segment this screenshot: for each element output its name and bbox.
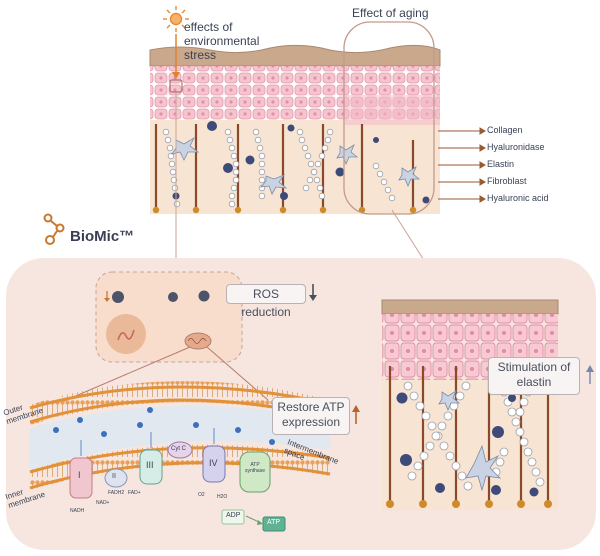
complex-iii-label: III bbox=[146, 460, 154, 470]
hyaluronidase-right bbox=[396, 392, 539, 497]
dna-strand bbox=[117, 329, 135, 341]
intermembrane-space bbox=[30, 405, 330, 470]
collagen-ends-top bbox=[152, 206, 417, 214]
complex-iv-label: IV bbox=[209, 458, 218, 468]
elastin-callout-line2: elastin bbox=[516, 375, 552, 389]
nucleus bbox=[106, 314, 146, 354]
proton-flow-arrows bbox=[80, 428, 215, 456]
fibroblasts-right bbox=[438, 389, 502, 492]
skin-section-top bbox=[149, 44, 441, 214]
biomic-logo-icon bbox=[43, 213, 65, 245]
collagen-ends-right bbox=[386, 500, 552, 508]
complex-iii bbox=[139, 449, 163, 485]
complex-i bbox=[69, 457, 93, 499]
o2-label: O2 bbox=[198, 492, 205, 498]
complex-ii-label: II bbox=[112, 473, 116, 480]
cytochrome-c bbox=[167, 441, 193, 459]
cyt-c-label: Cyt C bbox=[171, 446, 186, 452]
atp-label: ATP bbox=[267, 519, 281, 526]
skin-section-right bbox=[381, 299, 559, 510]
aging-outline bbox=[343, 21, 435, 215]
environmental-stress-label: effects of environmental stress bbox=[184, 20, 260, 62]
complex-i-label: I bbox=[78, 470, 81, 480]
ros-reduction-callout: ROS reduction bbox=[226, 284, 306, 319]
atp-callout: Restore ATP expression bbox=[272, 397, 350, 435]
fad-label: FAD+ bbox=[128, 490, 141, 496]
complex-ii bbox=[104, 468, 128, 488]
hyaluronidase-top bbox=[172, 121, 430, 204]
legend-elastin: Elastin bbox=[487, 159, 515, 169]
legend-arrows bbox=[438, 127, 486, 203]
legend-collagen: Collagen bbox=[487, 125, 523, 135]
atp-callout-line2: expression bbox=[281, 415, 341, 429]
aging-label: Effect of aging bbox=[352, 6, 429, 20]
nad-label: NAD+ bbox=[96, 500, 110, 506]
legend-fibroblast: Fibroblast bbox=[487, 176, 527, 186]
elastin-chains-top bbox=[162, 128, 396, 208]
adp-label: ADP bbox=[226, 512, 241, 519]
sun-icon bbox=[163, 6, 189, 32]
legend-hyaluronidase: Hyaluronidase bbox=[487, 142, 545, 152]
stress-arrowhead bbox=[172, 72, 180, 79]
legend-hyaluronic-acid: Hyaluronic acid bbox=[487, 193, 549, 203]
elastin-callout: Stimulation of elastin bbox=[488, 357, 580, 395]
elastin-arrow-up-icon bbox=[586, 365, 594, 384]
nadh-label: NADH bbox=[70, 508, 85, 514]
atp-synthase bbox=[239, 451, 271, 493]
proton-markers bbox=[53, 407, 275, 445]
adp-box bbox=[221, 509, 245, 525]
complex-iv bbox=[202, 445, 226, 483]
elastin-callout-line1: Stimulation of bbox=[497, 360, 571, 374]
h2o-label: H2O bbox=[217, 494, 228, 500]
fadh2-label: FADH2 bbox=[108, 490, 125, 496]
arrow-down-icon bbox=[309, 284, 317, 301]
ros-particles bbox=[104, 290, 210, 303]
arrow-up-icon bbox=[352, 405, 360, 424]
brand-name: BioMic™ bbox=[70, 228, 135, 245]
atp-synthase-label: ATP synthase bbox=[244, 462, 265, 474]
fibroblasts-top bbox=[171, 136, 421, 195]
mitochondrion bbox=[184, 332, 212, 350]
atp-callout-line1: Restore ATP bbox=[277, 400, 345, 414]
